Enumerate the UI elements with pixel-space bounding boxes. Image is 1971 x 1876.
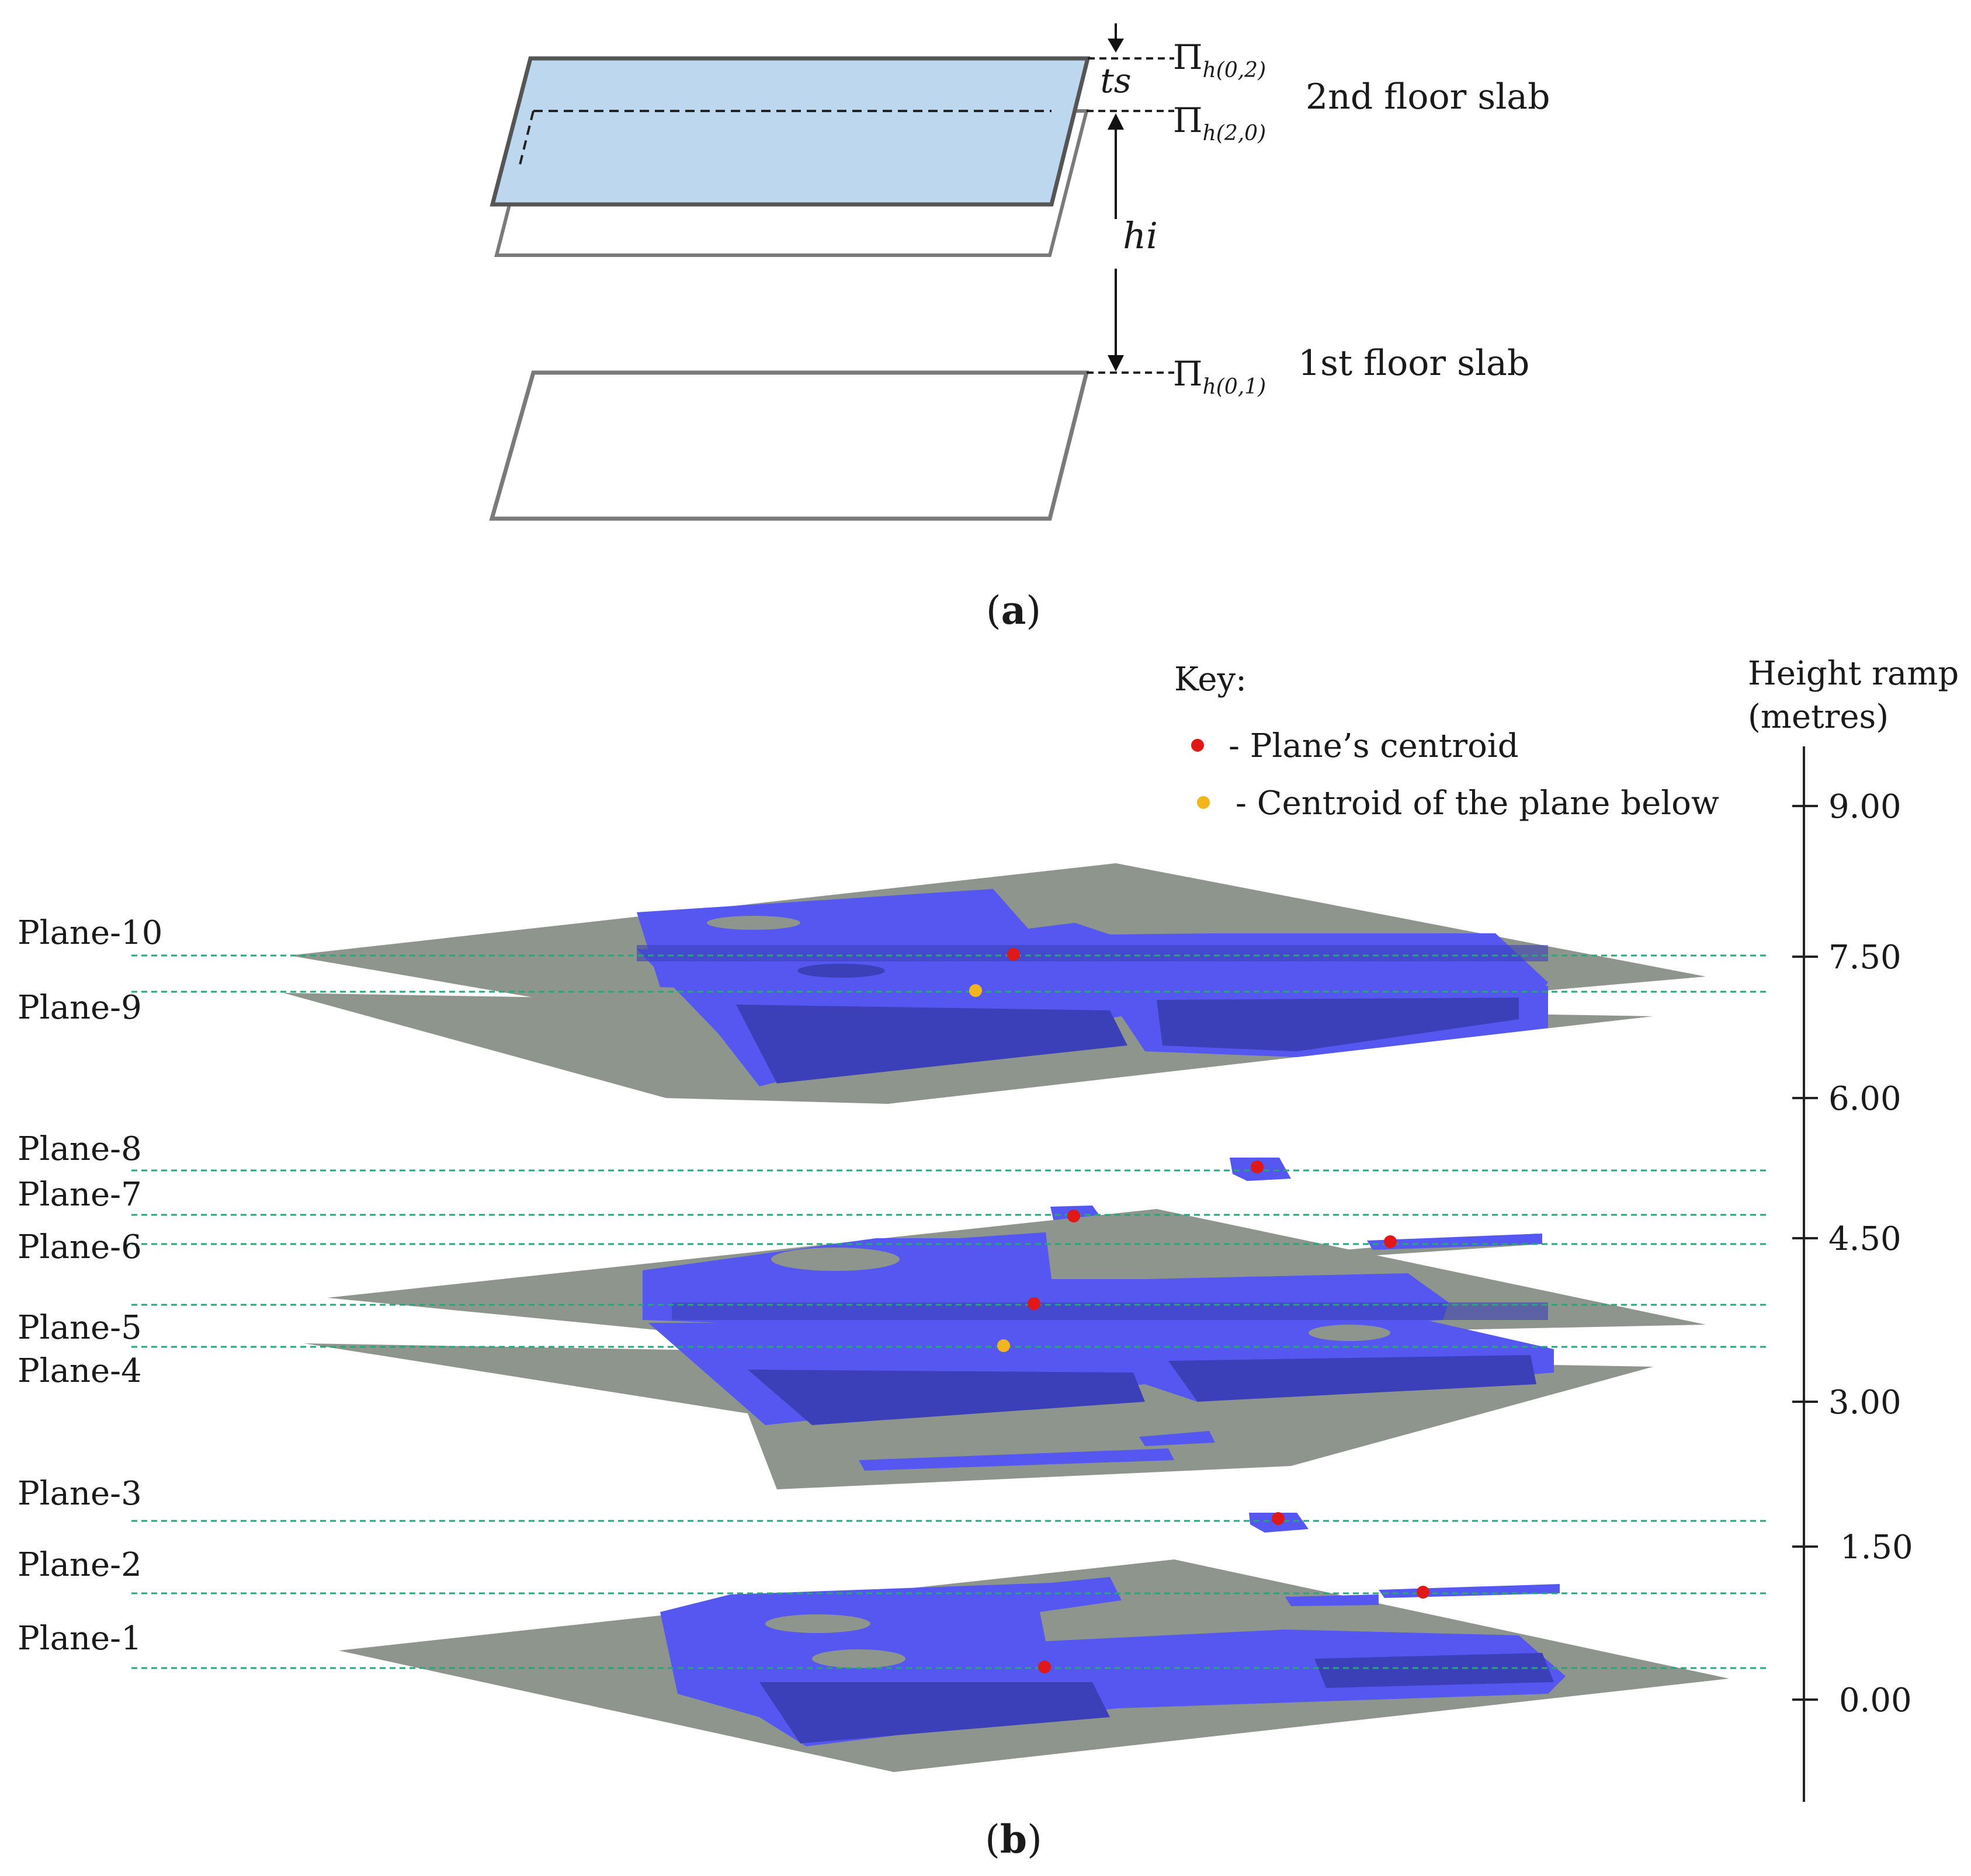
plane-9-points-dark bbox=[736, 1005, 1127, 1083]
hidden-edge-left bbox=[519, 110, 535, 165]
plane-2-strip-2 bbox=[1285, 1594, 1379, 1606]
first-floor-label: 1st floor slab bbox=[1298, 343, 1529, 384]
plane-label: Plane-10 bbox=[18, 914, 162, 952]
centroid-below-plane-4 bbox=[997, 1339, 1010, 1352]
hi-arrow-head-down bbox=[1108, 355, 1124, 371]
centroid-plane-5 bbox=[1028, 1297, 1040, 1310]
plane-label: Plane-6 bbox=[18, 1228, 142, 1266]
plane-10-points-dark bbox=[1157, 998, 1519, 1051]
plane-4-points-dark bbox=[748, 1370, 1145, 1425]
ramp-tick-label: 7.50 bbox=[1828, 939, 1901, 977]
ramp-title-line2: (metres) bbox=[1748, 698, 1889, 736]
plane-label: Plane-9 bbox=[18, 989, 142, 1027]
ramp-tick-label: 4.50 bbox=[1828, 1220, 1901, 1258]
panel-a: ts hi Πh(0,2) Πh(2,0) Πh(0,1) 2nd floor … bbox=[489, 23, 1550, 633]
centroid-plane-1 bbox=[1038, 1660, 1051, 1673]
centroid-plane-2 bbox=[1417, 1586, 1429, 1599]
centroid-plane-8 bbox=[1251, 1161, 1264, 1173]
key-dot-centroid bbox=[1191, 739, 1204, 752]
centroids bbox=[969, 948, 1429, 1673]
plane-label: Plane-2 bbox=[18, 1546, 142, 1584]
plane-1-void-2 bbox=[812, 1649, 905, 1668]
plane-label: Plane-7 bbox=[18, 1176, 142, 1214]
plane-4-wing bbox=[859, 1448, 1174, 1471]
plane-9-void bbox=[797, 964, 885, 978]
guide-lines bbox=[131, 954, 1767, 1669]
plane-1-points-dark bbox=[759, 1682, 1110, 1743]
ramp-title-line1: Height ramp bbox=[1748, 655, 1959, 693]
key-item-below: - Centroid of the plane below bbox=[1236, 784, 1719, 822]
middle-storey bbox=[304, 1209, 1706, 1489]
second-floor-slab-top bbox=[490, 56, 1091, 207]
plane-6-strip bbox=[1367, 1234, 1542, 1250]
ramp-tick-label: 3.00 bbox=[1828, 1384, 1901, 1422]
second-floor-label: 2nd floor slab bbox=[1306, 77, 1550, 117]
plane-1-points-dark-right bbox=[1314, 1653, 1554, 1688]
plane-4-points-dark-right bbox=[1168, 1355, 1536, 1402]
plane-labels: Plane-10 Plane-9 Plane-8 Plane-7 Plane-6… bbox=[18, 914, 162, 1658]
ramp-ticks: 9.00 7.50 6.00 4.50 3.00 1.50 0.00 bbox=[1792, 788, 1913, 1719]
pi-label-top: Πh(0,2) bbox=[1173, 37, 1266, 82]
plane-label: Plane-8 bbox=[18, 1130, 142, 1168]
panel-b: Key: - Plane’s centroid - Centroid of th… bbox=[18, 655, 1959, 1862]
plane-label: Plane-5 bbox=[18, 1309, 142, 1347]
ts-arrow-head bbox=[1108, 39, 1124, 53]
ramp-tick-label: 6.00 bbox=[1828, 1080, 1901, 1118]
first-floor-slab bbox=[489, 370, 1089, 521]
caption-b: (b) bbox=[985, 1816, 1042, 1862]
ts-label: ts bbox=[1100, 61, 1131, 100]
ramp-tick-label: 1.50 bbox=[1840, 1528, 1913, 1566]
hi-label: hi bbox=[1123, 214, 1158, 257]
key-dot-below bbox=[1197, 796, 1210, 809]
ramp-tick-label: 9.00 bbox=[1828, 788, 1901, 826]
centroid-below-plane-9 bbox=[969, 984, 982, 997]
plane-10-void bbox=[707, 916, 800, 930]
pi-label-bottom: Πh(0,1) bbox=[1173, 354, 1266, 399]
centroid-plane-3 bbox=[1272, 1512, 1285, 1525]
ramp-tick-label: 0.00 bbox=[1839, 1682, 1912, 1719]
caption-a: (a) bbox=[986, 588, 1041, 633]
plane-4-void bbox=[1309, 1325, 1390, 1341]
key-title: Key: bbox=[1174, 661, 1247, 699]
plane-label: Plane-3 bbox=[18, 1475, 142, 1513]
upper-storey bbox=[283, 863, 1706, 1104]
centroid-plane-10 bbox=[1007, 948, 1020, 961]
hi-arrow-head-up bbox=[1108, 113, 1124, 130]
centroid-plane-6 bbox=[1384, 1235, 1397, 1248]
lower-storey bbox=[339, 1559, 1729, 1772]
plane-5-void bbox=[771, 1248, 900, 1271]
centroid-plane-7 bbox=[1067, 1210, 1080, 1222]
pi-label-mid: Πh(2,0) bbox=[1173, 100, 1266, 145]
plane-label: Plane-4 bbox=[18, 1352, 142, 1390]
plane-10-corridor bbox=[637, 945, 1548, 961]
plane-label: Plane-1 bbox=[18, 1620, 142, 1658]
plane-2-strip bbox=[1379, 1584, 1560, 1598]
plane-1-void bbox=[765, 1614, 870, 1633]
plane-4-wing-2 bbox=[1139, 1431, 1215, 1446]
key-item-centroid: - Plane’s centroid bbox=[1229, 727, 1519, 765]
